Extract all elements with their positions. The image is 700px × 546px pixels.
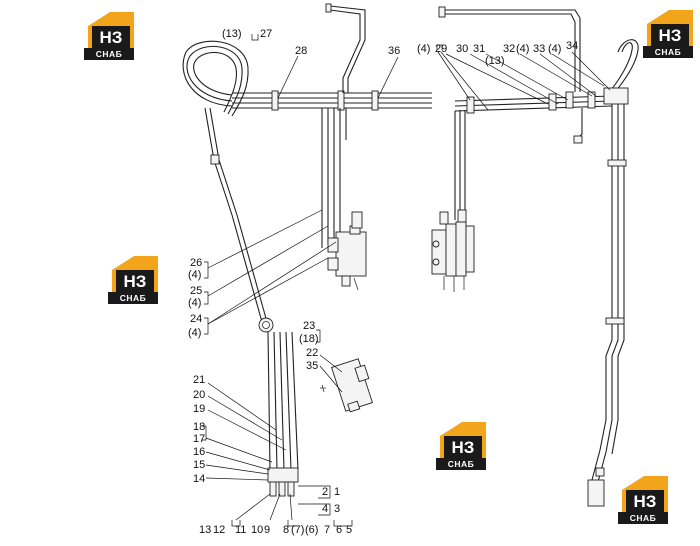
callout-34: 34 [566,40,578,52]
right-hose-assembly [431,6,639,507]
callout-6: (6) [305,524,318,536]
logo-main-text: НЗ [100,28,123,47]
callout-4: (4) [188,297,201,309]
manifold-fitting [603,87,629,105]
callout-27: 27 [260,28,272,40]
hose-clamp [605,317,625,325]
tube-fitting [565,91,574,109]
logo-mid-left: НЗ СНАБ [108,256,158,304]
tube-fitting [271,90,279,111]
callout-5: 5 [346,524,352,536]
callout-13: (13) [222,28,242,40]
logo-sub-text: СНАБ [96,49,123,59]
callout-7: 7 [324,524,330,536]
callout-18: (18) [299,333,319,345]
callout-3: 3 [334,503,340,515]
tube-end [438,6,446,18]
callout-2: 2 [322,486,328,498]
callout-4: (4) [516,43,529,55]
tube-fitting [337,90,345,111]
callout-6: 6 [336,524,342,536]
logo-top-right: НЗ СНАБ [643,10,693,58]
logo-sub-text: СНАБ [120,293,147,303]
callout-labels: (13) 27 28 36 (4) 29 30 31 32 (4) 33 (4)… [188,28,578,536]
callout-4: 4 [322,503,328,515]
connector-stub [269,481,277,497]
callout-4: (4) [548,43,561,55]
hose-clamp [210,154,220,165]
logo-main-text: НЗ [634,492,657,511]
hose-clamp [607,159,627,167]
logo-sub-text: СНАБ [630,513,657,523]
callout-11: 11 [235,524,246,536]
callout-23: 23 [303,320,315,332]
tube-fitting [548,93,557,111]
logo-bottom-right: НЗ СНАБ [618,476,668,524]
tube-end [573,135,583,144]
callout-36: 36 [388,45,400,57]
callout-14: 14 [193,473,205,485]
connector-block [267,467,299,483]
callout-17: 17 [193,433,205,445]
callout-24: 24 [190,313,202,325]
tube-fitting [466,96,475,114]
connector-stub [287,481,295,497]
callout-13: (13) [485,55,505,67]
callout-12: 12 [213,524,225,536]
callout-4: (4) [188,327,201,339]
swivel-coupling [595,467,605,477]
callout-30: 30 [456,43,468,55]
callout-18: 18 [193,421,205,433]
callout-4: (4) [188,269,201,281]
callout-9: 9 [264,524,270,536]
connector-stub [278,481,286,497]
callout-35: 35 [306,360,318,372]
callout-7: (7) [291,524,304,536]
pressure-valve-part [320,358,373,413]
logo-sub-text: СНАБ [448,459,475,469]
callout-32: 32 [503,43,515,55]
logo-top-left: НЗ СНАБ [84,12,134,60]
logo-main-text: НЗ [659,26,682,45]
callout-1: 1 [334,486,340,498]
callout-16: 16 [193,446,205,458]
left-valve-block [327,211,367,291]
callout-21: 21 [193,374,205,386]
tube-fitting [371,90,379,111]
logo-main-text: НЗ [124,272,147,291]
left-hose-assembly [182,3,432,497]
callout-10: 10 [251,524,263,536]
callout-22: 22 [306,347,318,359]
logo-main-text: НЗ [452,438,475,457]
control-valve [431,209,475,292]
leader-lines [202,34,611,527]
callout-29: 29 [435,43,447,55]
logo-sub-text: СНАБ [655,47,682,57]
tube-end [325,3,332,13]
callout-20: 20 [193,389,205,401]
callout-13: 13 [199,524,211,536]
logo-mid-center: НЗ СНАБ [436,422,486,470]
swivel-coupling [587,479,605,507]
callout-4: (4) [417,43,430,55]
callout-19: 19 [193,403,205,415]
callout-26: 26 [190,257,202,269]
callout-28: 28 [295,45,307,57]
callout-15: 15 [193,459,205,471]
callout-31: 31 [473,43,485,55]
callout-25: 25 [190,285,202,297]
callout-33: 33 [533,43,545,55]
callout-8: 8 [283,524,289,536]
tube-fitting [587,91,596,109]
